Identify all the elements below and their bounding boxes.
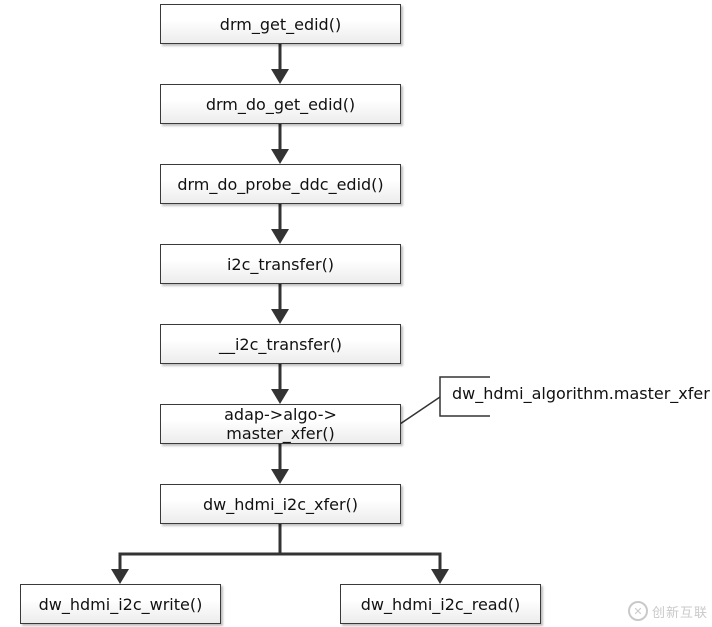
arrowhead-n4	[271, 229, 289, 244]
logo-icon: ✕	[627, 601, 648, 621]
node-label: dw_hdmi_i2c_read()	[360, 594, 521, 614]
arrowhead-n3	[271, 149, 289, 164]
node-label: i2c_transfer()	[226, 254, 335, 274]
node-drm-do-get-edid: drm_do_get_edid()	[160, 84, 401, 124]
arrowhead-n7	[271, 469, 289, 484]
node-label-line1: adap->algo->	[224, 405, 337, 424]
arrowhead-n9	[431, 569, 449, 584]
arrowhead-n5	[271, 309, 289, 324]
node-adap-algo-master-xfer: adap->algo-> master_xfer()	[160, 404, 401, 444]
node-label: __i2c_transfer()	[218, 334, 343, 354]
node-label: drm_do_get_edid()	[205, 94, 356, 114]
node-dw-hdmi-i2c-write: dw_hdmi_i2c_write()	[20, 584, 221, 624]
node-dw-hdmi-i2c-xfer: dw_hdmi_i2c_xfer()	[160, 484, 401, 524]
node-label: dw_hdmi_i2c_write()	[38, 594, 203, 614]
callout-bracket	[439, 376, 490, 417]
node-dw-hdmi-i2c-read: dw_hdmi_i2c_read()	[340, 584, 541, 624]
node-label-line2: master_xfer()	[226, 424, 335, 443]
arrowhead-n8	[111, 569, 129, 584]
node-drm-get-edid: drm_get_edid()	[160, 4, 401, 44]
node-label: drm_do_probe_ddc_edid()	[177, 174, 384, 194]
node-i2c-transfer: i2c_transfer()	[160, 244, 401, 284]
callout-annotation: dw_hdmi_algorithm.master_xfer	[452, 384, 710, 403]
edge-n7-n9-branch	[280, 552, 442, 579]
watermark: ✕ 创新互联	[627, 601, 708, 621]
node-drm-do-probe-ddc-edid: drm_do_probe_ddc_edid()	[160, 164, 401, 204]
node-label: drm_get_edid()	[219, 14, 342, 34]
edge-n7-branch	[118, 524, 282, 579]
node-underscore-i2c-transfer: __i2c_transfer()	[160, 324, 401, 364]
watermark-text: 创新互联	[651, 605, 708, 621]
callout-leader	[399, 396, 441, 425]
arrowhead-n6	[271, 389, 289, 404]
arrowhead-n2	[271, 69, 289, 84]
node-label: dw_hdmi_i2c_xfer()	[203, 494, 358, 514]
